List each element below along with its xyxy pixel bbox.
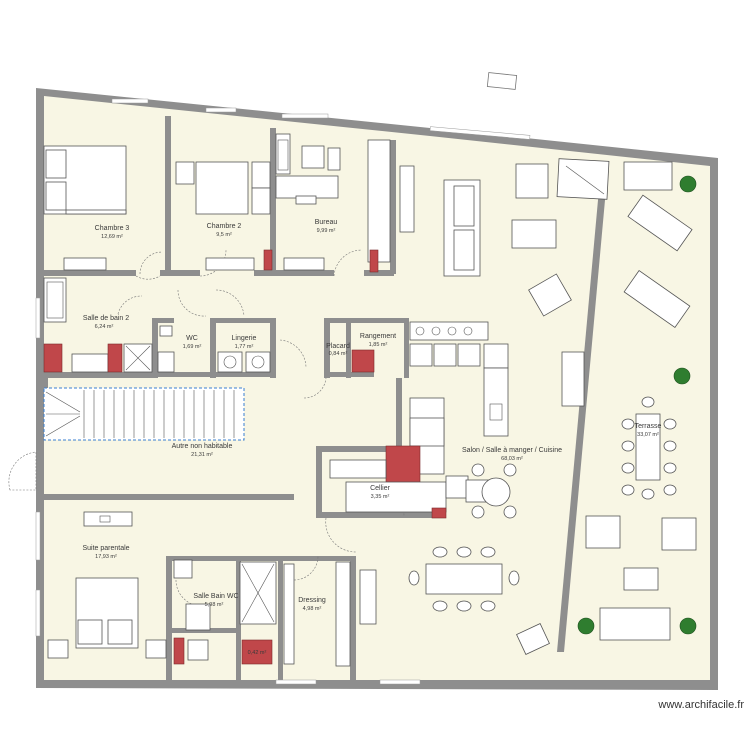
terrace-furniture <box>577 161 697 641</box>
label-placard: Placard <box>326 343 350 350</box>
label-terrasse: Terrasse <box>635 423 662 430</box>
area-terrasse: 33,07 m² <box>637 432 659 438</box>
area-wc: 1,69 m² <box>183 344 202 350</box>
suite-furniture <box>47 511 167 659</box>
area-bureau: 9,99 m² <box>317 228 336 234</box>
label-cellier: Cellier <box>370 485 391 492</box>
label-chambre3: Chambre 3 <box>95 225 130 232</box>
area-chambre3: 12,69 m² <box>101 234 123 240</box>
label-autre: Autre non habitable <box>172 443 233 450</box>
area-small: 0,42 m² <box>248 650 267 656</box>
sdbwc-furniture <box>173 559 277 665</box>
label-bureau: Bureau <box>315 219 338 226</box>
label-suite: Suite parentale <box>82 545 129 552</box>
interior-walls <box>44 116 607 680</box>
area-dressing: 4,98 m² <box>303 606 322 612</box>
area-cellier: 3,35 m² <box>371 494 390 500</box>
bureau-furniture <box>275 133 391 273</box>
label-chambre2: Chambre 2 <box>207 223 242 230</box>
label-sdbwc: Salle Bain WC <box>193 593 238 600</box>
chambre3-furniture <box>43 145 163 275</box>
windows <box>35 98 531 685</box>
entry-door <box>8 451 37 491</box>
label-dressing: Dressing <box>298 597 326 604</box>
dining-furniture <box>359 546 550 655</box>
roof-element <box>486 72 518 90</box>
label-lingerie: Lingerie <box>232 335 257 342</box>
area-suite: 17,93 m² <box>95 554 117 560</box>
area-salon: 68,03 m² <box>501 456 523 462</box>
area-rangement: 1,85 m² <box>369 342 388 348</box>
area-chambre2: 9,5 m² <box>216 232 232 238</box>
label-sdb2: Salle de bain 2 <box>83 315 129 322</box>
label-salon: Salon / Salle à manger / Cuisine <box>462 447 562 454</box>
dressing-furniture <box>283 561 351 667</box>
area-autre: 21,31 m² <box>191 452 213 458</box>
rangement-furniture <box>351 349 375 373</box>
chambre2-furniture <box>175 161 273 271</box>
area-placard: 0,84 m² <box>329 351 348 357</box>
area-sdb2: 6,24 m² <box>95 324 114 330</box>
label-rangement: Rangement <box>360 333 396 340</box>
room-labels: Chambre 3 12,69 m² Chambre 2 9,5 m² Bure… <box>82 219 661 656</box>
area-lingerie: 1,77 m² <box>235 344 254 350</box>
sdb2-furniture <box>43 277 153 373</box>
label-wc: WC <box>186 335 198 342</box>
staircase <box>43 387 245 441</box>
living-furniture <box>399 158 610 407</box>
wc-lingerie-furniture <box>157 325 271 373</box>
kitchen-furniture <box>329 321 517 519</box>
doors <box>117 249 405 607</box>
area-sdbwc: 5,98 m² <box>205 602 224 608</box>
brand-watermark: www.archifacile.fr <box>657 699 744 711</box>
